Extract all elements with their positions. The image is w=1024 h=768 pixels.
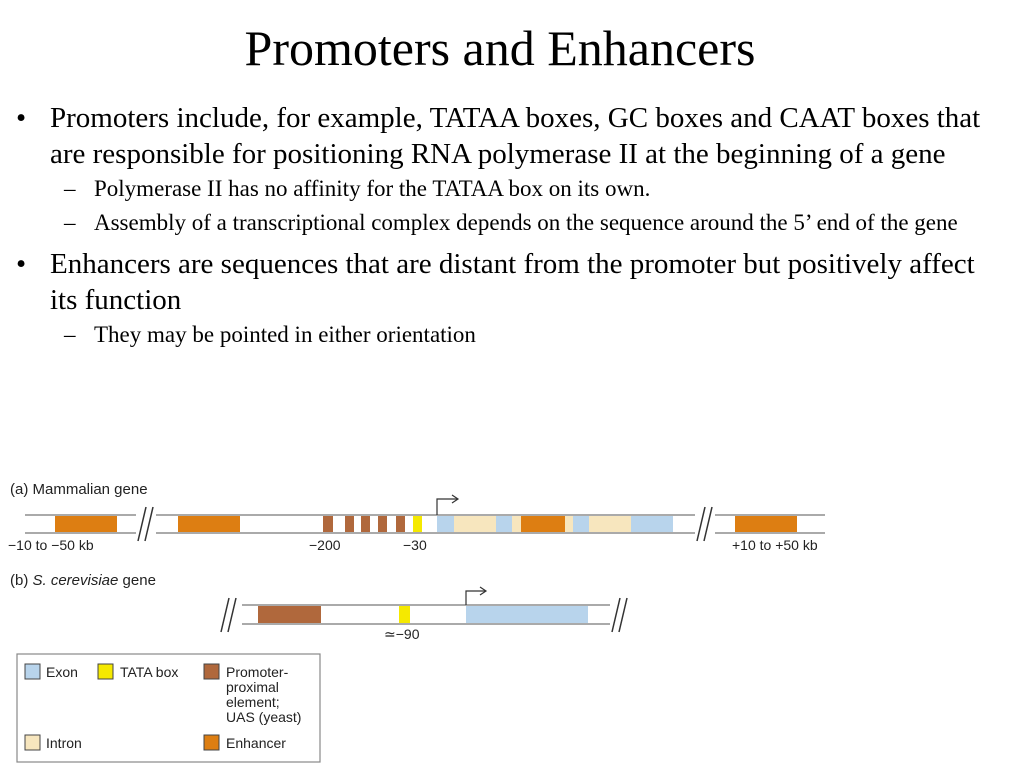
- bullet-text: Promoters include, for example, TATAA bo…: [50, 102, 981, 170]
- dash-marker: –: [64, 322, 76, 347]
- tick-label-minus-200: −200: [309, 537, 341, 553]
- legend-label-enhancer: Enhancer: [226, 735, 286, 751]
- diagram-legend: Exon TATA box Promoter- proximal element…: [16, 653, 321, 763]
- bullet-enhancers: • Enhancers are sequences that are dista…: [14, 246, 1009, 318]
- bullet-text: Enhancers are sequences that are distant…: [50, 248, 975, 316]
- enhancer-block: [178, 516, 240, 532]
- legend-label-promoter-line-2: proximal: [226, 679, 279, 695]
- intron-block: [454, 516, 496, 532]
- bullet-promoters: • Promoters include, for example, TATAA …: [14, 100, 1009, 172]
- exon-block: [631, 516, 673, 532]
- exon-block: [437, 516, 454, 532]
- bullet-marker: •: [16, 102, 27, 134]
- bullet-list: • Promoters include, for example, TATAA …: [14, 100, 1009, 356]
- sub-bullet-text: They may be pointed in either orientatio…: [94, 322, 476, 347]
- legend-label-promoter-line-3: element;: [226, 694, 280, 710]
- legend-swatch-intron: [24, 734, 41, 751]
- slide-title: Promoters and Enhancers: [244, 20, 756, 76]
- promoter-element-block: [323, 516, 333, 532]
- legend-swatch-exon: [24, 663, 41, 680]
- sub-bullet-assembly: – Assembly of a transcriptional complex …: [14, 208, 1009, 238]
- legend-label-promoter-line-4: UAS (yeast): [226, 709, 301, 725]
- panel-a-label: (a) Mammalian gene: [10, 481, 148, 498]
- intron-block: [565, 516, 573, 532]
- promoter-element-block: [396, 516, 405, 532]
- promoter-element-block: [361, 516, 370, 532]
- dash-marker: –: [64, 176, 76, 201]
- sub-bullet-orientation: – They may be pointed in either orientat…: [14, 320, 1009, 350]
- enhancer-block: [55, 516, 117, 532]
- exon-block: [496, 516, 512, 532]
- sub-bullet-polymerase: – Polymerase II has no affinity for the …: [14, 174, 1009, 204]
- exon-block: [573, 516, 589, 532]
- promoter-element-block: [345, 516, 354, 532]
- legend-swatch-enhancer: [203, 734, 220, 751]
- legend-label-promoter-line-1: Promoter-: [226, 664, 289, 680]
- enhancer-block: [521, 516, 565, 532]
- yeast-gene-track: [218, 586, 634, 633]
- legend-label-exon: Exon: [46, 664, 78, 680]
- mammalian-gene-track: [25, 494, 825, 542]
- bullet-marker: •: [16, 248, 27, 280]
- legend-label-intron: Intron: [46, 735, 82, 751]
- legend-swatch-promoter: [203, 663, 220, 680]
- promoter-element-block: [378, 516, 387, 532]
- promoter-element-block: [258, 606, 321, 623]
- tata-box-block: [399, 606, 410, 623]
- tick-label-downstream-enhancer: +10 to +50 kb: [732, 537, 818, 553]
- transcription-start-arrow: [436, 498, 457, 515]
- sub-bullet-text: Assembly of a transcriptional complex de…: [94, 210, 958, 235]
- enhancer-block: [735, 516, 797, 532]
- intron-block: [589, 516, 631, 532]
- transcription-start-arrow: [465, 590, 485, 605]
- exon-block: [466, 606, 588, 623]
- tick-label-minus-30: −30: [403, 537, 427, 553]
- legend-swatch-tata-box: [97, 663, 114, 680]
- gene-structure-diagram: (a) Mammalian gene −10 to −50 kb −200: [8, 481, 825, 763]
- legend-label-tata-box: TATA box: [120, 664, 178, 680]
- dash-marker: –: [64, 210, 76, 235]
- intron-block: [512, 516, 521, 532]
- tick-label-minus-90: ≃−90: [384, 626, 420, 642]
- sub-bullet-text: Polymerase II has no affinity for the TA…: [94, 176, 651, 201]
- tick-label-upstream-enhancer: −10 to −50 kb: [8, 537, 94, 553]
- tata-box-block: [413, 516, 422, 532]
- panel-b-label: (b) S. cerevisiae gene: [10, 572, 156, 589]
